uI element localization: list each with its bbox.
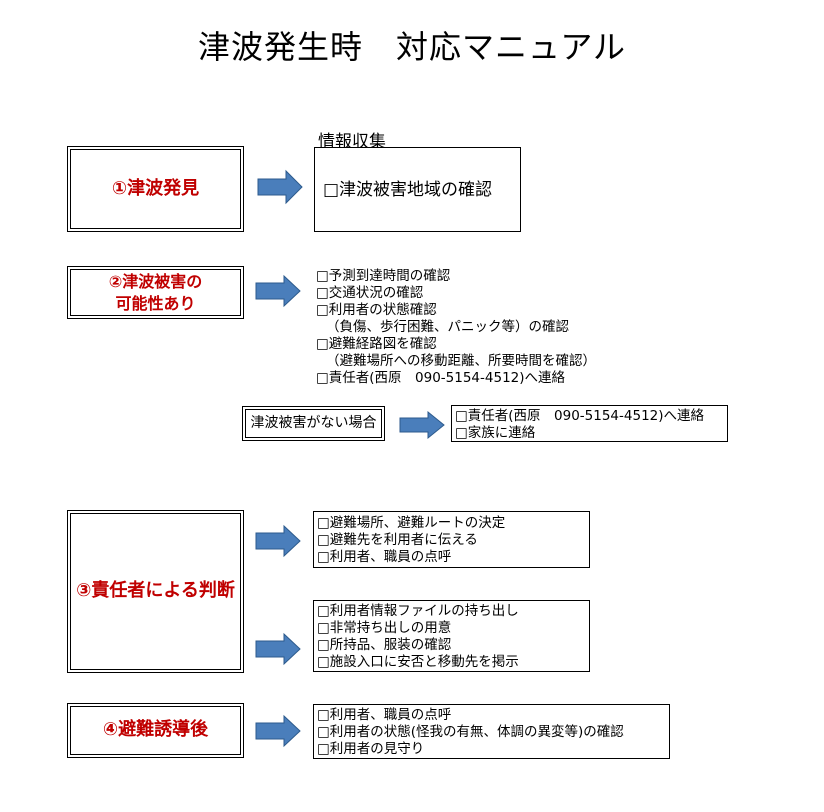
check-item: □利用者、職員の点呼 xyxy=(317,549,452,565)
check-item-note: （負傷、歩行困難、パニック等）の確認 xyxy=(326,319,569,335)
stage-2-line2: 可能性あり xyxy=(115,293,196,313)
page-title: 津波発生時 対応マニュアル xyxy=(197,28,627,66)
box-evacuation-decision: □避難場所、避難ルートの決定 □避難先を利用者に伝える □利用者、職員の点呼 xyxy=(313,511,590,568)
stage-1-label: ①津波発見 xyxy=(111,177,200,199)
stage-1-tsunami-discovery: ①津波発見 xyxy=(67,146,244,232)
list-stage-2-checks: □予測到達時間の確認 □交通状況の確認 □利用者の状態確認 （負傷、歩行困難、パ… xyxy=(316,268,636,387)
arrow-stage-4 xyxy=(255,714,301,748)
check-item: □施設入口に安否と移動先を掲示 xyxy=(317,654,519,670)
check-item: □予測到達時間の確認 xyxy=(316,268,451,284)
arrow-no-damage xyxy=(399,410,445,440)
check-item: □避難先を利用者に伝える xyxy=(317,532,478,548)
check-item: □避難場所、避難ルートの決定 xyxy=(317,515,506,531)
check-item: □家族に連絡 xyxy=(455,425,536,441)
check-item-note: （避難場所への移動距離、所要時間を確認） xyxy=(326,353,596,369)
box-tsunami-area-check: □津波被害地域の確認 xyxy=(314,147,521,232)
check-item: □利用者情報ファイルの持ち出し xyxy=(317,603,519,619)
box-after-evacuation-checks: □利用者、職員の点呼 □利用者の状態(怪我の有無、体調の異変等)の確認 □利用者… xyxy=(313,704,670,759)
check-item: □利用者の見守り xyxy=(317,741,425,757)
check-item: □非常持ち出しの用意 xyxy=(317,620,452,636)
stage-2-tsunami-possible: ②津波被害の 可能性あり xyxy=(67,266,244,319)
box-no-damage-actions: □責任者(西原 090-5154-4512)へ連絡 □家族に連絡 xyxy=(451,405,728,442)
stage-2-line1: ②津波被害の xyxy=(108,271,203,291)
no-damage-label: 津波被害がない場合 xyxy=(250,415,377,432)
check-item: □津波被害地域の確認 xyxy=(323,179,493,200)
stage-4-after-evacuation: ④避難誘導後 xyxy=(67,703,244,758)
check-item: □利用者の状態確認 xyxy=(316,302,437,318)
check-item: □責任者(西原 090-5154-4512)へ連絡 xyxy=(316,370,566,386)
check-item: □所持品、服装の確認 xyxy=(317,637,452,653)
stage-4-label: ④避難誘導後 xyxy=(102,719,209,741)
arrow-stage-3b xyxy=(255,632,301,666)
stage-no-damage: 津波被害がない場合 xyxy=(242,406,385,441)
check-item: □責任者(西原 090-5154-4512)へ連絡 xyxy=(455,408,705,424)
box-evacuation-preparation: □利用者情報ファイルの持ち出し □非常持ち出しの用意 □所持品、服装の確認 □施… xyxy=(313,600,590,672)
stage-3-responsible-decision: ③責任者による判断 xyxy=(67,510,244,673)
arrow-stage-1 xyxy=(257,169,303,205)
check-item: □利用者の状態(怪我の有無、体調の異変等)の確認 xyxy=(317,724,624,740)
check-item: □避難経路図を確認 xyxy=(316,336,437,352)
arrow-stage-3a xyxy=(255,524,301,558)
check-item: □交通状況の確認 xyxy=(316,285,424,301)
stage-3-label: ③責任者による判断 xyxy=(76,580,235,602)
check-item: □利用者、職員の点呼 xyxy=(317,707,452,723)
arrow-stage-2 xyxy=(255,274,301,308)
